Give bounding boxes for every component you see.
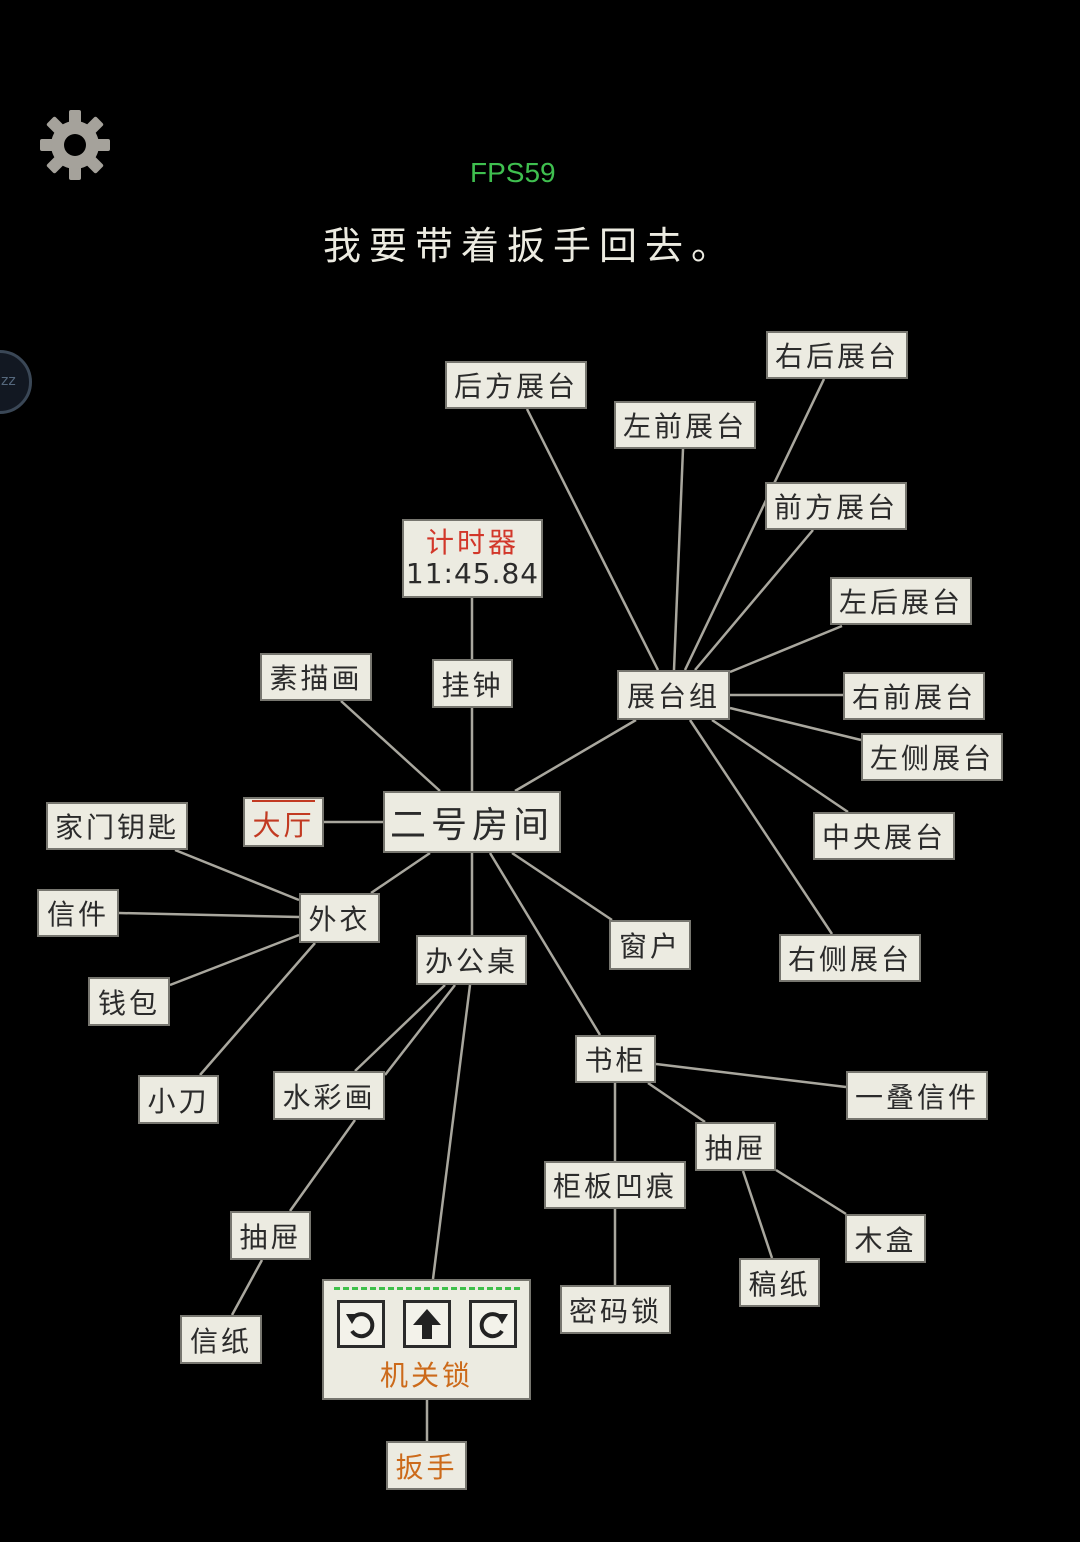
link-line — [729, 706, 862, 742]
mech-lock-label: 机关锁 — [379, 1359, 473, 1392]
node-rear-display[interactable]: 后方展台 — [445, 361, 587, 409]
node-room2[interactable]: 二号房间 — [383, 791, 561, 853]
gear-icon — [40, 110, 110, 180]
link-line — [199, 942, 316, 1076]
node-knife[interactable]: 小刀 — [138, 1075, 219, 1124]
link-line — [729, 624, 843, 674]
link-line — [741, 1170, 774, 1259]
node-house-key[interactable]: 家门钥匙 — [46, 802, 188, 850]
mech-lock-panel: 机关锁 — [322, 1279, 531, 1400]
node-rear-right-display[interactable]: 右后展台 — [766, 331, 908, 379]
node-drawer-right[interactable]: 抽屉 — [695, 1122, 776, 1171]
link-line — [118, 911, 300, 919]
lock-progress-dashes — [333, 1287, 520, 1290]
up-button[interactable] — [402, 1300, 451, 1348]
node-front-display[interactable]: 前方展台 — [765, 482, 907, 530]
node-wooden-box[interactable]: 木盒 — [845, 1214, 926, 1263]
node-letter-stack[interactable]: 一叠信件 — [846, 1071, 988, 1120]
node-desk[interactable]: 办公桌 — [416, 935, 527, 985]
node-wrench[interactable]: 扳手 — [386, 1441, 467, 1490]
node-bookcase[interactable]: 书柜 — [575, 1035, 656, 1083]
node-coat[interactable]: 外衣 — [299, 893, 380, 943]
timer-panel: 计时器 11:45.84 — [402, 519, 543, 598]
link-line — [694, 529, 814, 671]
rotate-left-button[interactable] — [336, 1300, 385, 1348]
sleep-label: zz — [1, 373, 16, 389]
node-clock[interactable]: 挂钟 — [432, 659, 513, 708]
node-watercolor[interactable]: 水彩画 — [273, 1071, 385, 1120]
node-sketch[interactable]: 素描画 — [260, 653, 372, 701]
node-right-display[interactable]: 右侧展台 — [779, 934, 921, 982]
link-line — [488, 852, 602, 1036]
rotate-right-button[interactable] — [468, 1300, 517, 1348]
node-center-display[interactable]: 中央展台 — [813, 812, 955, 860]
node-draft-paper[interactable]: 稿纸 — [739, 1258, 820, 1307]
node-hall[interactable]: 大厅 — [243, 797, 324, 847]
link-line — [672, 448, 685, 671]
rotate-right-icon — [479, 1312, 508, 1339]
link-line — [384, 984, 456, 1076]
node-rear-left-display[interactable]: 左后展台 — [830, 577, 972, 625]
node-display-group[interactable]: 展台组 — [617, 670, 730, 720]
link-line — [514, 718, 637, 793]
link-line — [288, 1119, 357, 1212]
rotate-left-icon — [345, 1312, 374, 1339]
link-line — [525, 408, 660, 671]
node-letter[interactable]: 信件 — [37, 889, 119, 937]
node-front-right-display[interactable]: 右前展台 — [843, 672, 985, 720]
dialogue-message: 我要带着扳手回去。 — [322, 224, 737, 268]
link-line — [683, 378, 826, 671]
link-line — [431, 984, 472, 1280]
arrow-up-icon — [412, 1309, 441, 1339]
link-line — [775, 1168, 847, 1216]
link-line — [370, 851, 431, 895]
link-line — [655, 1062, 847, 1089]
link-line — [230, 1259, 264, 1316]
node-cabinet-dent[interactable]: 柜板凹痕 — [544, 1161, 686, 1209]
node-drawer-left[interactable]: 抽屉 — [230, 1211, 311, 1260]
link-line — [169, 933, 300, 987]
node-letter-paper[interactable]: 信纸 — [180, 1315, 262, 1364]
node-window[interactable]: 窗户 — [609, 920, 691, 970]
settings-button[interactable] — [38, 108, 112, 182]
link-line — [354, 984, 446, 1072]
timer-value: 11:45.84 — [405, 556, 540, 590]
link-line — [511, 851, 613, 922]
link-line — [688, 719, 834, 935]
node-combo-lock[interactable]: 密码锁 — [560, 1285, 671, 1334]
link-line — [647, 1081, 706, 1124]
link-line — [711, 718, 849, 814]
fps-counter: FPS59 — [470, 157, 556, 188]
link-line — [174, 848, 300, 902]
node-front-left-display[interactable]: 左前展台 — [614, 401, 756, 449]
timer-label: 计时器 — [425, 525, 519, 559]
node-left-display[interactable]: 左侧展台 — [861, 733, 1003, 781]
link-line — [340, 700, 441, 792]
node-wallet[interactable]: 钱包 — [88, 977, 170, 1026]
